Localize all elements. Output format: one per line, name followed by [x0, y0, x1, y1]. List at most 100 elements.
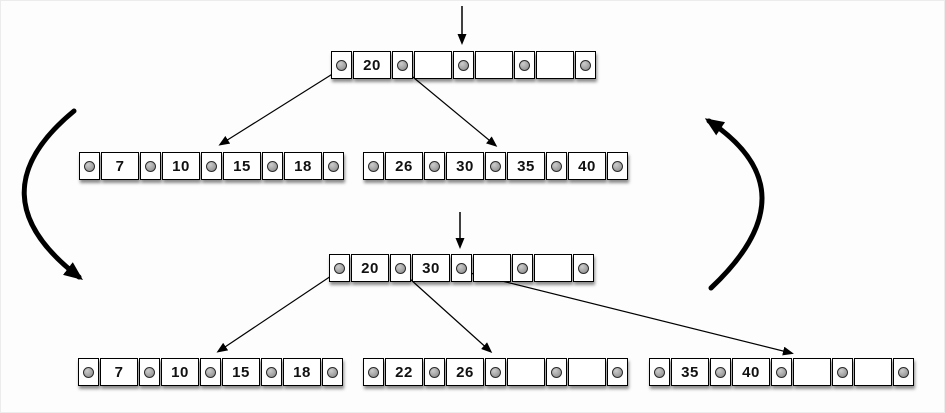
pointer-cell — [514, 51, 535, 79]
key-cell — [568, 358, 606, 386]
key-cell — [414, 51, 452, 79]
pointer-dot-icon — [84, 160, 95, 172]
pointer-cell — [262, 152, 283, 180]
pointer-dot-icon — [266, 366, 277, 378]
key-cell — [854, 358, 892, 386]
pointer-dot-icon — [395, 262, 406, 274]
cycle-arrow-right-up — [704, 118, 765, 291]
key-cell — [536, 51, 574, 79]
pointer-dot-icon — [654, 366, 665, 378]
key-cell: 30 — [412, 254, 450, 282]
pointer-dot-icon — [327, 366, 338, 378]
key-cell: 7 — [100, 358, 138, 386]
pointer-dot-icon — [328, 160, 339, 172]
pointer-cell — [607, 152, 628, 180]
pointer-cell — [79, 152, 100, 180]
pointer-cell — [78, 358, 99, 386]
key-cell: 7 — [101, 152, 139, 180]
pointer-cell — [322, 358, 343, 386]
bottom-middle-child-node: 22 26 — [363, 358, 628, 386]
pointer-dot-icon — [206, 160, 217, 172]
pointer-cell — [424, 358, 445, 386]
pointer-cell — [546, 152, 567, 180]
pointer-dot-icon — [612, 366, 623, 378]
pointer-dot-icon — [580, 59, 591, 71]
edge-top-root-to-left-child — [218, 67, 343, 146]
pointer-cell — [363, 152, 384, 180]
pointer-dot-icon — [490, 366, 501, 378]
pointer-cell — [451, 254, 472, 282]
pointer-cell — [710, 358, 731, 386]
pointer-dot-icon — [715, 366, 726, 378]
edge-bottom-root-to-left-child — [216, 269, 341, 353]
pointer-dot-icon — [519, 59, 530, 71]
key-cell — [473, 254, 511, 282]
cycle-arrow-left-down — [21, 108, 83, 281]
bottom-left-child-node: 7 10 15 18 — [78, 358, 343, 386]
key-cell: 15 — [222, 358, 260, 386]
pointer-dot-icon — [145, 160, 156, 172]
key-cell: 18 — [283, 358, 321, 386]
pointer-dot-icon — [517, 262, 528, 274]
key-cell — [475, 51, 513, 79]
key-cell: 15 — [223, 152, 261, 180]
pointer-cell — [546, 358, 567, 386]
pointer-dot-icon — [776, 366, 787, 378]
key-cell: 22 — [385, 358, 423, 386]
key-cell: 10 — [162, 152, 200, 180]
pointer-dot-icon — [429, 160, 440, 172]
edge-bottom-root-to-right-child — [461, 270, 794, 356]
key-cell: 40 — [568, 152, 606, 180]
pointer-cell — [649, 358, 670, 386]
pointer-cell — [261, 358, 282, 386]
pointer-cell — [140, 152, 161, 180]
pointer-cell — [363, 358, 384, 386]
pointer-cell — [575, 51, 596, 79]
pointer-dot-icon — [267, 160, 278, 172]
pointer-dot-icon — [612, 160, 623, 172]
pointer-dot-icon — [205, 366, 216, 378]
pointer-dot-icon — [368, 160, 379, 172]
pointer-dot-icon — [837, 366, 848, 378]
key-cell — [534, 254, 572, 282]
pointer-cell — [200, 358, 221, 386]
key-cell: 40 — [732, 358, 770, 386]
key-cell: 20 — [353, 51, 391, 79]
pointer-dot-icon — [83, 366, 94, 378]
key-cell: 10 — [161, 358, 199, 386]
key-cell: 26 — [385, 152, 423, 180]
key-cell: 20 — [351, 254, 389, 282]
pointer-dot-icon — [551, 160, 562, 172]
key-cell: 26 — [446, 358, 484, 386]
key-cell — [507, 358, 545, 386]
pointer-cell — [392, 51, 413, 79]
edge-bottom-root-to-middle-child — [399, 269, 493, 354]
key-cell — [793, 358, 831, 386]
top-root-node: 20 — [331, 51, 596, 79]
pointer-cell — [329, 254, 350, 282]
pointer-dot-icon — [551, 366, 562, 378]
pointer-dot-icon — [334, 262, 345, 274]
pointer-dot-icon — [490, 160, 501, 172]
pointer-cell — [607, 358, 628, 386]
pointer-cell — [512, 254, 533, 282]
pointer-cell — [424, 152, 445, 180]
pointer-cell — [201, 152, 222, 180]
top-left-child-node: 7 10 15 18 — [79, 152, 344, 180]
pointer-cell — [485, 358, 506, 386]
pointer-cell — [323, 152, 344, 180]
edge-top-root-to-right-child — [401, 67, 498, 147]
pointer-dot-icon — [578, 262, 589, 274]
key-cell: 18 — [284, 152, 322, 180]
pointer-dot-icon — [397, 59, 408, 71]
pointer-cell — [453, 51, 474, 79]
pointer-dot-icon — [368, 366, 379, 378]
pointer-dot-icon — [144, 366, 155, 378]
pointer-dot-icon — [336, 59, 347, 71]
pointer-dot-icon — [456, 262, 467, 274]
pointer-dot-icon — [898, 366, 909, 378]
pointer-cell — [573, 254, 594, 282]
